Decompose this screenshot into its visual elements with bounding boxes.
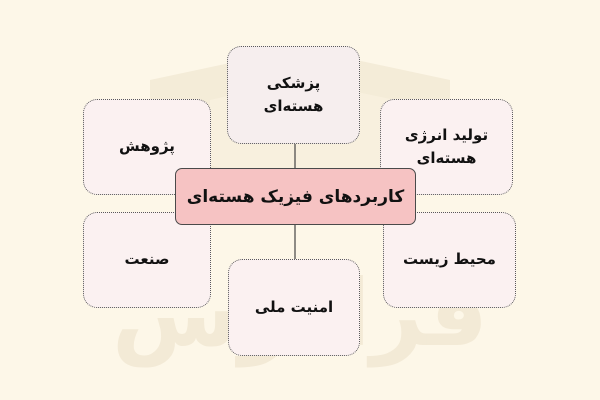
node-environment: محیط زیست <box>383 212 516 308</box>
node-label: پژوهش <box>119 137 175 156</box>
node-label: پزشکی هسته‌ای <box>263 73 324 115</box>
node-label: تولید انرژی هسته‌ای <box>404 125 489 167</box>
node-national-security: امنیت ملی <box>228 259 360 356</box>
node-label: صنعت <box>124 250 170 269</box>
node-nuclear-energy: تولید انرژی هسته‌ای <box>380 99 513 195</box>
central-topic-node: کاربردهای فیزیک هسته‌ای <box>175 168 416 225</box>
node-industry: صنعت <box>83 212 211 308</box>
node-label: امنیت ملی <box>254 297 334 316</box>
central-topic-label: کاربردهای فیزیک هسته‌ای <box>186 186 405 207</box>
node-nuclear-medicine: پزشکی هسته‌ای <box>227 46 360 144</box>
node-label: محیط زیست <box>403 250 496 269</box>
